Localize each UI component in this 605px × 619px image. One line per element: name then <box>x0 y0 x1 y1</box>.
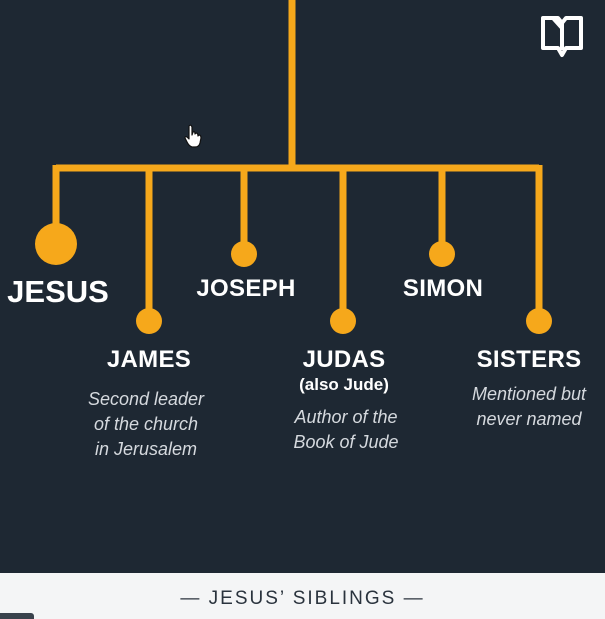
hand-cursor-icon <box>184 124 202 148</box>
family-tree <box>35 0 552 334</box>
desc-line: in Jerusalem <box>94 439 198 459</box>
tree-nodes <box>35 223 552 334</box>
corner-tag <box>0 613 34 619</box>
name-judas: JUDAS <box>302 346 386 373</box>
open-book-icon <box>541 16 583 57</box>
node-jesus <box>35 223 77 265</box>
desc-line: never named <box>476 409 582 429</box>
name-simon: SIMON <box>402 275 484 302</box>
node-james <box>136 308 162 334</box>
sisters-description: Mentioned but never named <box>472 382 586 432</box>
desc-line: Second leader <box>87 389 205 409</box>
judas-alias: (also Jude) <box>299 375 389 394</box>
name-joseph: JOSEPH <box>196 275 296 302</box>
desc-line: Author of the <box>294 407 398 427</box>
name-james: JAMES <box>106 346 192 373</box>
node-simon <box>429 241 455 267</box>
desc-line: Mentioned but <box>471 384 587 404</box>
desc-line: of the church <box>93 414 199 434</box>
name-sisters: SISTERS <box>476 346 582 373</box>
node-sisters <box>526 308 552 334</box>
tree-lines <box>52 0 543 316</box>
james-description: Second leader of the church in Jerusalem <box>88 387 204 462</box>
node-judas <box>330 308 356 334</box>
node-joseph <box>231 241 257 267</box>
judas-description: Author of the Book of Jude <box>293 405 398 455</box>
diagram-caption: — JESUS’ SIBLINGS — <box>180 588 425 609</box>
desc-line: Book of Jude <box>293 432 399 452</box>
name-jesus: JESUS <box>7 274 109 309</box>
diagram-panel: JESUS JAMES JOSEPH JUDAS SIMON SISTERS (… <box>0 0 605 573</box>
